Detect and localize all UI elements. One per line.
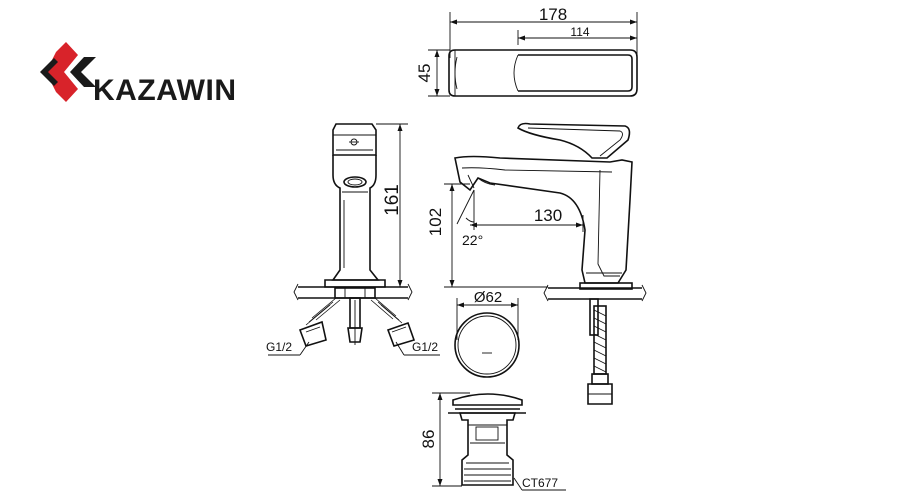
front-view: 161 G1/2 G1/2	[266, 123, 440, 356]
side-view: 102 130 22°	[426, 122, 647, 405]
brand-name: KAZAWIN	[93, 74, 236, 107]
top-view: 178 114 45	[415, 5, 638, 97]
dim-spout-angle: 22°	[462, 232, 483, 248]
dim-drain-height: 86	[419, 430, 438, 449]
dim-spout-reach: 130	[534, 206, 562, 225]
connector-left-label: G1/2	[266, 340, 292, 354]
dim-top-length: 114	[570, 25, 589, 39]
logo-mark	[40, 42, 96, 102]
connector-right-label: G1/2	[412, 340, 438, 354]
drain-part-code: CT677	[522, 476, 558, 490]
dim-drain-diameter: Ø62	[474, 289, 502, 306]
dim-total-length: 178	[539, 5, 567, 24]
drain-top-view: Ø62	[454, 289, 520, 378]
drain-side-view: 86 CT677	[419, 392, 566, 491]
brand-logo: KAZAWIN	[40, 42, 236, 107]
dim-spout-height: 102	[426, 208, 445, 236]
dim-side-height: 161	[382, 184, 403, 216]
dim-top-height: 45	[415, 64, 434, 83]
